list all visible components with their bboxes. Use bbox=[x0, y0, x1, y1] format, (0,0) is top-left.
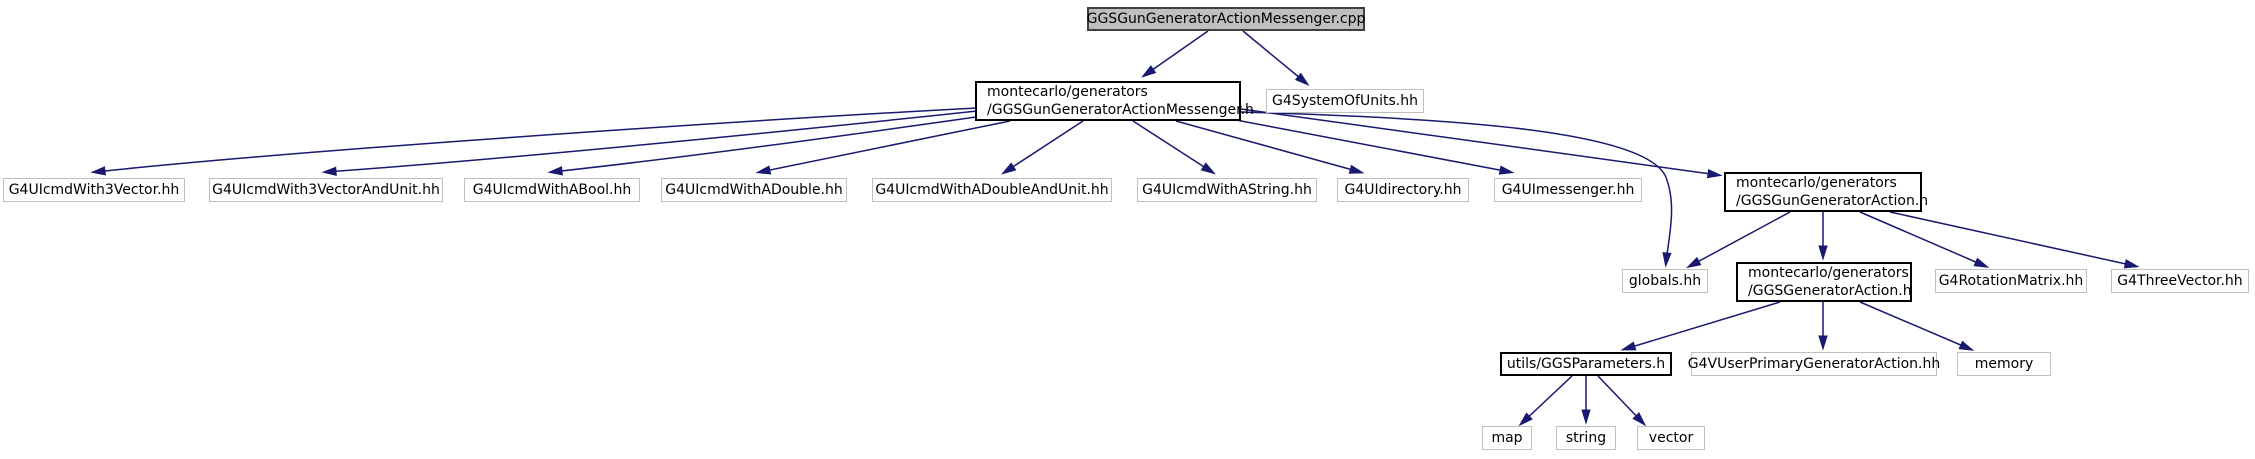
edge-gun-action-to-globals bbox=[1689, 211, 1791, 267]
node-g4-uicmd-with-abool[interactable]: G4UIcmdWithABool.hh bbox=[464, 178, 640, 202]
node-generator-action-header-line2: /GGSGeneratorAction.h bbox=[1748, 283, 1912, 299]
node-g4-system-of-units[interactable]: G4SystemOfUnits.hh bbox=[1266, 89, 1424, 113]
node-root-file[interactable]: GGSGunGeneratorActionMessenger.cpp bbox=[1087, 7, 1365, 31]
edge-gun-action-to-three-vector-arrowhead bbox=[2123, 259, 2140, 269]
node-g4-three-vector[interactable]: G4ThreeVector.hh bbox=[2111, 269, 2249, 293]
edge-messenger-to-globals bbox=[1240, 111, 1673, 264]
edge-messenger-to-cmdadouble bbox=[759, 120, 1011, 173]
node-g4-uicmd-with-adouble-and-unit-label: G4UIcmdWithADoubleAndUnit.hh bbox=[875, 182, 1109, 198]
edge-messenger-to-gun-generator-action bbox=[1240, 108, 1719, 176]
node-g4-uimessenger-label: G4UImessenger.hh bbox=[1501, 182, 1635, 198]
node-globals[interactable]: globals.hh bbox=[1622, 269, 1708, 293]
edge-generator-action-to-ggs-parameters-arrowhead bbox=[1620, 341, 1637, 351]
edge-parameters-to-map bbox=[1521, 375, 1573, 424]
node-vector[interactable]: vector bbox=[1637, 426, 1705, 450]
edge-messenger-to-uidirectory bbox=[1175, 120, 1361, 173]
node-g4-uidirectory-label: G4UIdirectory.hh bbox=[1344, 182, 1462, 198]
edge-messenger-to-cmdadouble-and-unit bbox=[1004, 120, 1084, 173]
node-messenger-header-line2: /GGSGunGeneratorActionMessenger.h bbox=[987, 102, 1254, 118]
node-g4-uicmd-with-astring[interactable]: G4UIcmdWithAString.hh bbox=[1137, 178, 1317, 202]
node-g4-uicmd-with-3vector-and-unit[interactable]: G4UIcmdWith3VectorAndUnit.hh bbox=[209, 178, 443, 202]
node-g4-three-vector-label: G4ThreeVector.hh bbox=[2117, 273, 2243, 289]
edge-root-to-system-of-units-arrowhead bbox=[1294, 72, 1310, 86]
edge-generator-action-to-ggs-parameters bbox=[1624, 301, 1781, 350]
node-g4-system-of-units-label: G4SystemOfUnits.hh bbox=[1272, 93, 1418, 109]
node-gun-generator-action-header-line1: montecarlo/generators bbox=[1736, 175, 1897, 191]
edge-generator-action-to-memory bbox=[1859, 301, 1971, 350]
node-gun-generator-action-header[interactable]: montecarlo/generators /GGSGunGeneratorAc… bbox=[1724, 172, 1928, 212]
edge-generator-action-to-primary-generator-arrowhead bbox=[1818, 335, 1828, 351]
node-g4-uicmd-with-abool-label: G4UIcmdWithABool.hh bbox=[472, 182, 632, 198]
edge-messenger-to-cmd3vector bbox=[94, 107, 978, 173]
edge-messenger-to-cmdabool-arrowhead bbox=[547, 166, 563, 176]
edge-gun-action-to-three-vector bbox=[1889, 211, 2136, 267]
edge-messenger-to-cmd3vector-arrowhead bbox=[90, 166, 106, 176]
node-globals-label: globals.hh bbox=[1628, 273, 1702, 289]
edge-messenger-to-cmdastring bbox=[1132, 120, 1213, 173]
edge-messenger-to-uimessenger bbox=[1219, 116, 1511, 173]
edge-messenger-to-cmdabool bbox=[551, 114, 991, 173]
node-ggs-parameters-header-label: utils/GGSParameters.h bbox=[1506, 356, 1666, 372]
node-ggs-parameters-header[interactable]: utils/GGSParameters.h bbox=[1500, 352, 1672, 376]
node-vector-label: vector bbox=[1648, 430, 1694, 446]
node-map[interactable]: map bbox=[1482, 426, 1532, 450]
node-memory-label: memory bbox=[1974, 356, 2034, 372]
edge-messenger-to-cmd3vector-and-unit-arrowhead bbox=[321, 166, 337, 176]
node-g4v-user-primary-generator-action[interactable]: G4VUserPrimaryGeneratorAction.hh bbox=[1687, 352, 1941, 376]
node-g4v-user-primary-generator-action-label: G4VUserPrimaryGeneratorAction.hh bbox=[1687, 356, 1941, 372]
node-gun-generator-action-header-line2: /GGSGunGeneratorAction.h bbox=[1736, 193, 1929, 209]
edge-messenger-to-cmdadouble-and-unit-arrowhead bbox=[1001, 162, 1017, 175]
node-messenger-header[interactable]: montecarlo/generators /GGSGunGeneratorAc… bbox=[975, 81, 1254, 121]
node-g4-uicmd-with-3vector-label: G4UIcmdWith3Vector.hh bbox=[8, 182, 180, 198]
node-g4-rotation-matrix-label: G4RotationMatrix.hh bbox=[1938, 273, 2084, 289]
node-g4-uicmd-with-3vector-and-unit-label: G4UIcmdWith3VectorAndUnit.hh bbox=[212, 182, 440, 198]
node-root-file-label: GGSGunGeneratorActionMessenger.cpp bbox=[1086, 11, 1366, 27]
node-g4-uidirectory[interactable]: G4UIdirectory.hh bbox=[1337, 178, 1469, 202]
node-string[interactable]: string bbox=[1556, 426, 1616, 450]
edge-gun-action-to-rotation-matrix-arrowhead bbox=[1973, 257, 1990, 268]
edge-gun-action-to-globals-arrowhead bbox=[1685, 256, 1702, 269]
node-generator-action-header-line1: montecarlo/generators bbox=[1748, 265, 1909, 281]
node-messenger-header-line1: montecarlo/generators bbox=[987, 84, 1148, 100]
edge-messenger-to-cmd3vector-and-unit bbox=[325, 110, 978, 173]
edge-root-to-messenger-header-arrowhead bbox=[1141, 65, 1157, 78]
node-g4-rotation-matrix[interactable]: G4RotationMatrix.hh bbox=[1935, 269, 2087, 293]
edge-parameters-to-vector bbox=[1597, 375, 1644, 424]
edge-gun-action-to-rotation-matrix bbox=[1859, 211, 1986, 267]
node-memory[interactable]: memory bbox=[1957, 352, 2051, 376]
node-g4-uicmd-with-astring-label: G4UIcmdWithAString.hh bbox=[1142, 182, 1312, 198]
edge-parameters-to-string-arrowhead bbox=[1581, 409, 1591, 425]
edge-messenger-to-cmdadouble-arrowhead bbox=[755, 165, 772, 175]
edge-parameters-to-map-arrowhead bbox=[1518, 412, 1533, 427]
edge-gun-action-to-generator-action-arrowhead bbox=[1818, 245, 1828, 261]
node-g4-uimessenger[interactable]: G4UImessenger.hh bbox=[1494, 178, 1642, 202]
node-g4-uicmd-with-adouble-label: G4UIcmdWithADouble.hh bbox=[665, 182, 843, 198]
node-g4-uicmd-with-3vector[interactable]: G4UIcmdWith3Vector.hh bbox=[3, 178, 185, 202]
edge-root-to-system-of-units bbox=[1242, 30, 1307, 84]
edge-root-to-messenger-header bbox=[1144, 30, 1209, 76]
edge-messenger-to-uimessenger-arrowhead bbox=[1498, 165, 1515, 175]
node-map-label: map bbox=[1491, 430, 1523, 446]
edge-messenger-to-gun-generator-action-arrowhead bbox=[1706, 168, 1723, 179]
node-generator-action-header[interactable]: montecarlo/generators /GGSGeneratorActio… bbox=[1736, 262, 1912, 302]
node-string-label: string bbox=[1565, 430, 1607, 446]
node-g4-uicmd-with-adouble-and-unit[interactable]: G4UIcmdWithADoubleAndUnit.hh bbox=[872, 178, 1112, 202]
edge-messenger-to-uidirectory-arrowhead bbox=[1348, 164, 1365, 174]
edge-parameters-to-vector-arrowhead bbox=[1632, 412, 1647, 427]
edge-messenger-to-cmdastring-arrowhead bbox=[1200, 162, 1216, 175]
edge-generator-action-to-memory-arrowhead bbox=[1958, 340, 1975, 351]
node-g4-uicmd-with-adouble[interactable]: G4UIcmdWithADouble.hh bbox=[661, 178, 847, 202]
edge-messenger-to-globals-arrowhead bbox=[1662, 252, 1672, 268]
